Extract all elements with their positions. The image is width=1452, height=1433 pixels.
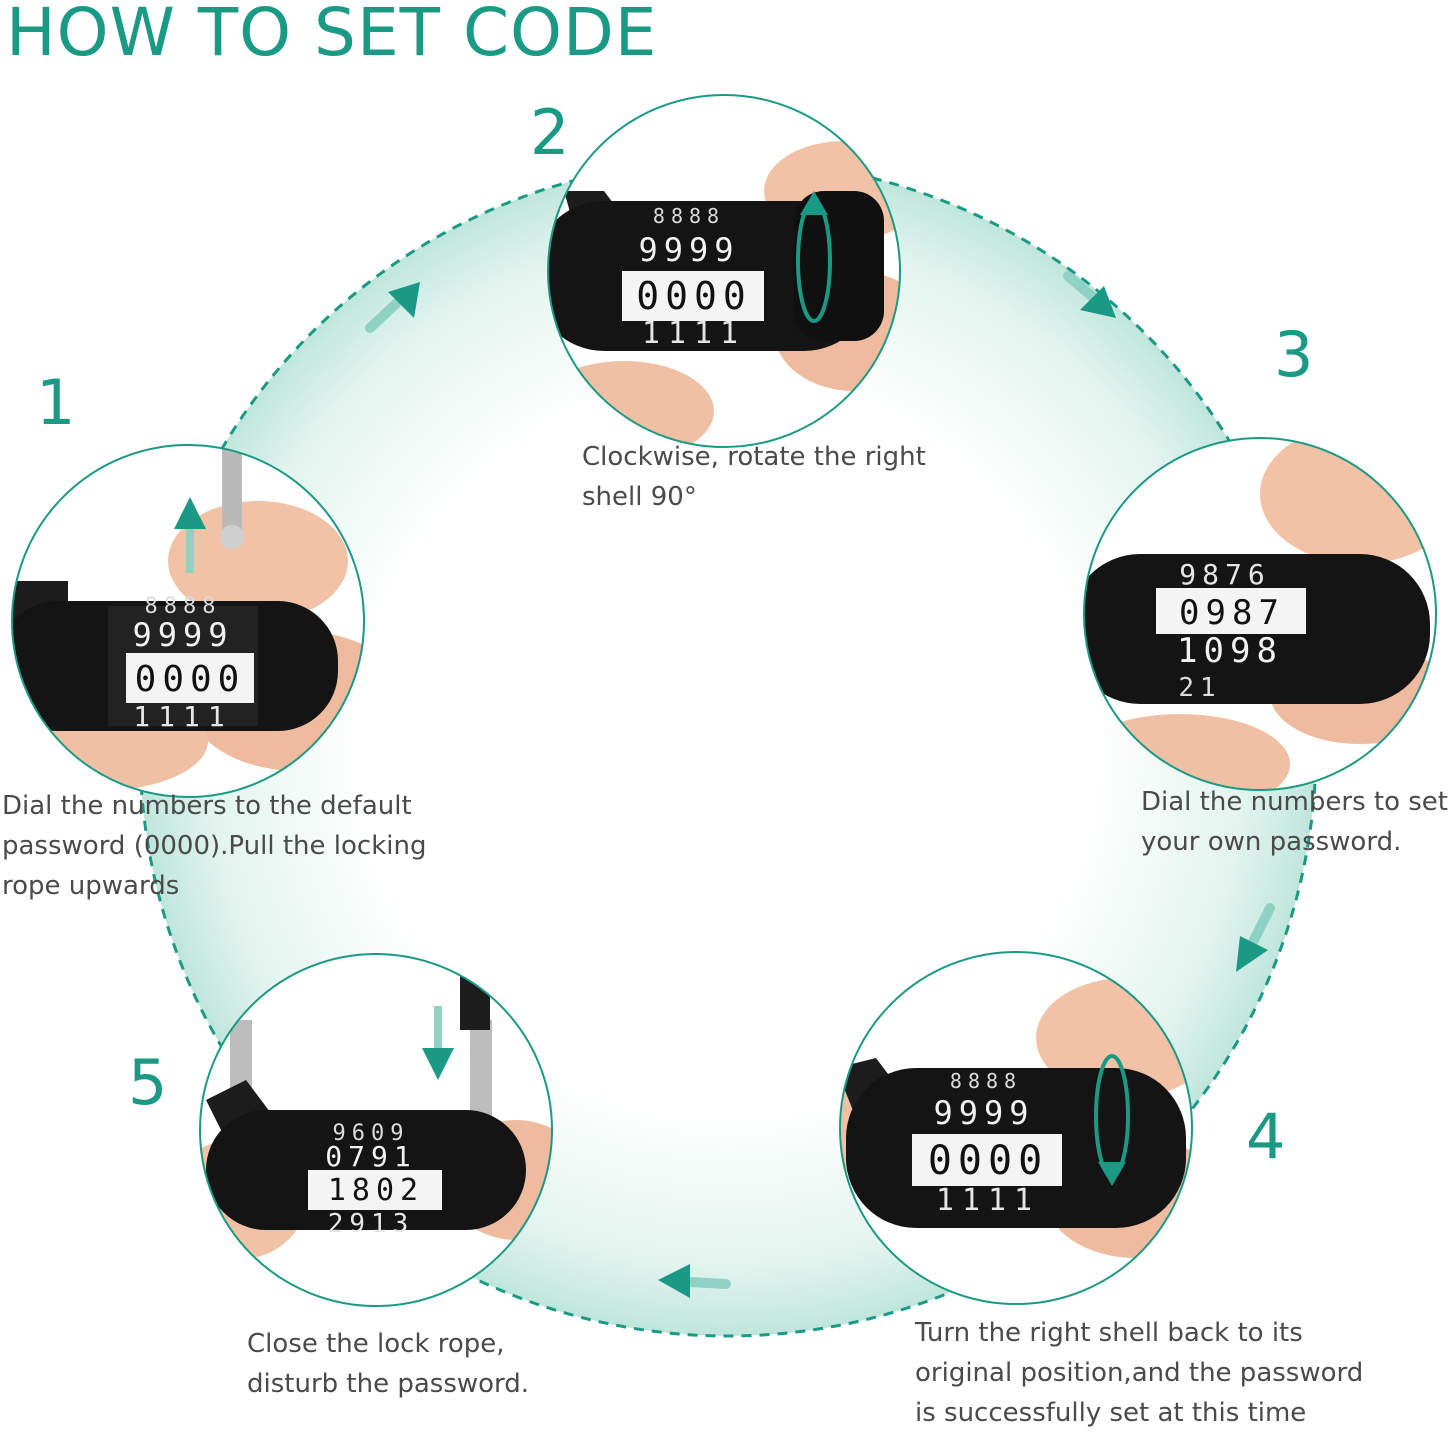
- step-image-1: 8888 9999 0000 1111: [8, 441, 368, 801]
- arrow-icon: [422, 1006, 454, 1080]
- caption-line: original position,and the password: [915, 1358, 1364, 1388]
- svg-text:0987: 0987: [1179, 593, 1285, 633]
- step-number-1: 1: [36, 366, 76, 439]
- svg-text:0000: 0000: [636, 274, 752, 318]
- svg-text:8888: 8888: [145, 594, 222, 619]
- rotate-icon: [796, 191, 832, 323]
- svg-text:8888: 8888: [653, 204, 725, 228]
- arrow-icon: [1236, 903, 1275, 972]
- svg-text:1098: 1098: [1177, 631, 1283, 671]
- page-title: HOW TO SET CODE: [6, 0, 658, 71]
- caption-line: is successfully set at this time: [915, 1398, 1307, 1428]
- step-caption-2: Clockwise, rotate the right shell 90°: [582, 437, 926, 517]
- svg-text:1111: 1111: [133, 700, 232, 733]
- step-caption-3: Dial the numbers to set your own passwor…: [1141, 782, 1448, 862]
- caption-line: Close the lock rope,: [247, 1329, 505, 1359]
- caption-line: Clockwise, rotate the right: [582, 442, 926, 472]
- step-number-3: 3: [1274, 318, 1314, 391]
- step-image-4: 8888 9999 0000 1111: [836, 948, 1196, 1308]
- svg-text:9876: 9876: [1179, 558, 1270, 591]
- arrow-icon: [658, 1264, 731, 1298]
- step-image-2: 8888 9999 0000 1111: [544, 91, 904, 451]
- step-number-5: 5: [128, 1046, 168, 1119]
- svg-text:9999: 9999: [933, 1094, 1034, 1132]
- svg-text:8888: 8888: [950, 1069, 1022, 1093]
- svg-text:9609: 9609: [333, 1121, 410, 1146]
- svg-text:0000: 0000: [928, 1138, 1048, 1184]
- rotate-icon: [1094, 1054, 1130, 1186]
- step-image-5: 9609 0791 1802 2913: [196, 950, 556, 1310]
- svg-text:21: 21: [1178, 673, 1221, 703]
- arrow-icon: [1063, 271, 1116, 318]
- arrow-icon: [174, 497, 206, 573]
- svg-text:1111: 1111: [642, 316, 746, 351]
- step-caption-5: Close the lock rope, disturb the passwor…: [247, 1324, 529, 1404]
- caption-line: your own password.: [1141, 827, 1402, 857]
- step-number-4: 4: [1246, 1100, 1286, 1173]
- svg-text:1802: 1802: [328, 1173, 424, 1208]
- step-caption-1: Dial the numbers to the default password…: [2, 786, 426, 906]
- caption-line: Dial the numbers to the default: [2, 791, 412, 821]
- svg-text:0791: 0791: [325, 1140, 416, 1173]
- svg-text:1111: 1111: [936, 1183, 1040, 1218]
- step-caption-4: Turn the right shell back to its origina…: [915, 1313, 1363, 1433]
- caption-line: Dial the numbers to set: [1141, 787, 1448, 817]
- svg-text:9999: 9999: [132, 616, 233, 654]
- svg-text:0000: 0000: [135, 659, 246, 700]
- step-number-2: 2: [530, 96, 570, 169]
- caption-line: password (0000).Pull the locking: [2, 831, 427, 861]
- caption-line: disturb the password.: [247, 1369, 530, 1399]
- arrow-icon: [365, 282, 420, 333]
- caption-line: rope upwards: [2, 871, 180, 901]
- step-image-3: 9876 0987 1098 21: [1080, 434, 1440, 794]
- svg-text:9999: 9999: [638, 231, 739, 269]
- caption-line: Turn the right shell back to its: [915, 1318, 1303, 1348]
- caption-line: shell 90°: [582, 482, 697, 512]
- svg-text:2913: 2913: [328, 1209, 415, 1239]
